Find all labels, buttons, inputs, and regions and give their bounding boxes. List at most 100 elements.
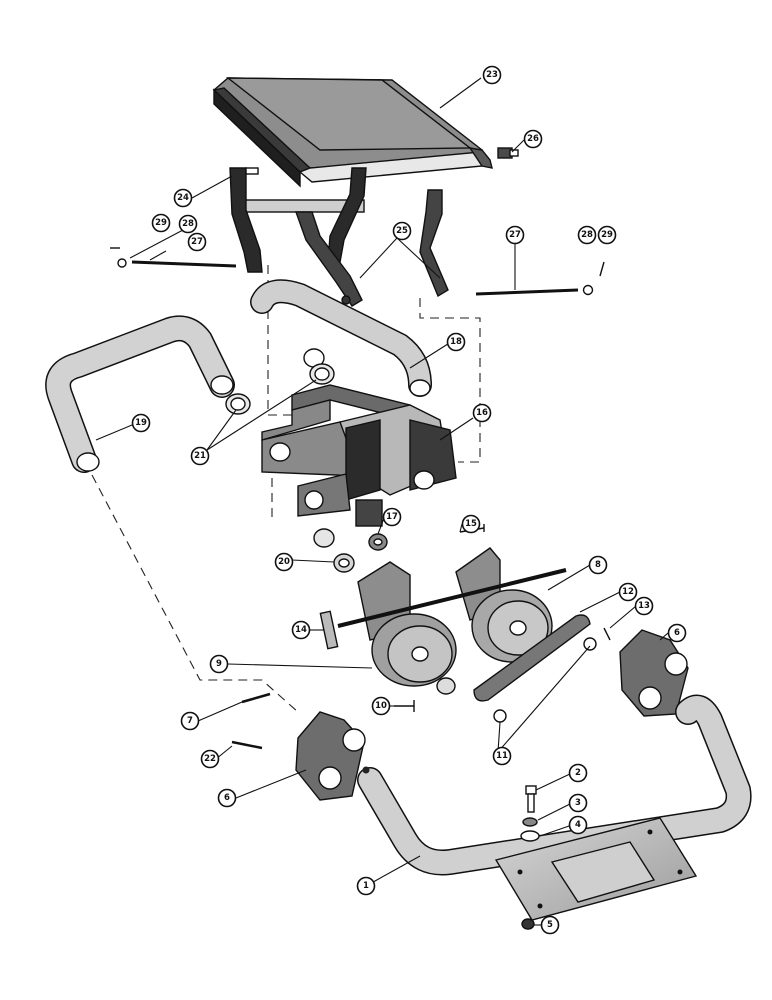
callout-22: 22 [200, 749, 220, 769]
pivot-rod-right [475, 284, 594, 296]
pivot-rod-left [117, 258, 237, 268]
callout-5: 5 [540, 915, 560, 935]
leader-lines [95, 77, 669, 926]
callout-25: 25 [392, 221, 412, 241]
callout-1: 1 [356, 876, 376, 896]
seat-pan [212, 77, 493, 188]
svg-text:22: 22 [204, 754, 216, 764]
svg-text:18: 18 [450, 337, 462, 347]
svg-text:28: 28 [581, 230, 593, 240]
svg-text:8: 8 [595, 560, 601, 570]
callout-7: 7 [180, 711, 200, 731]
callout-29-right: 29 [597, 225, 617, 245]
base-plate [494, 817, 698, 921]
svg-text:7: 7 [187, 716, 193, 726]
callout-14: 14 [291, 620, 311, 640]
base-tube [357, 694, 752, 876]
callout-23: 23 [482, 65, 502, 85]
spring-housing-rear [455, 547, 553, 663]
seat-support-frame [229, 167, 449, 307]
svg-text:29: 29 [601, 230, 613, 240]
svg-text:23: 23 [486, 70, 498, 80]
svg-text:14: 14 [295, 625, 307, 635]
cotter-pin-right [599, 261, 605, 277]
svg-text:16: 16 [476, 408, 488, 418]
callout-19: 19 [131, 413, 151, 433]
svg-text:9: 9 [216, 659, 222, 669]
bolt-2 [525, 785, 537, 813]
svg-text:13: 13 [638, 601, 650, 611]
tube-clamp-left [295, 711, 366, 801]
grease-fitting [368, 533, 388, 551]
svg-text:4: 4 [575, 820, 581, 830]
cotter-pin-13 [603, 627, 611, 641]
svg-text:3: 3 [575, 798, 581, 808]
spring-housing-front [357, 561, 457, 687]
callout-15: 15 [461, 514, 481, 534]
callout-20: 20 [274, 552, 294, 572]
svg-text:11: 11 [496, 751, 508, 761]
callout-29-left: 29 [151, 213, 171, 233]
callout-10: 10 [371, 696, 391, 716]
callout-21: 21 [190, 446, 210, 466]
threaded-rod [337, 568, 567, 628]
assembly-dashed-lines [91, 265, 481, 713]
spacer-washer [436, 677, 456, 695]
callout-18: 18 [446, 332, 466, 352]
callout-2: 2 [568, 763, 588, 783]
tube-clamp-right [619, 629, 689, 717]
callout-3: 3 [568, 793, 588, 813]
seat-bolt [497, 147, 519, 159]
callout-28-right: 28 [577, 225, 597, 245]
u-tube-left [45, 315, 235, 473]
svg-text:20: 20 [278, 557, 290, 567]
callout-6-left: 6 [217, 788, 237, 808]
svg-text:29: 29 [155, 218, 167, 228]
callout-27-left: 27 [187, 232, 207, 252]
nut-5 [521, 918, 535, 930]
callout-12: 12 [618, 582, 638, 602]
callout-11: 11 [492, 746, 512, 766]
svg-text:19: 19 [135, 418, 147, 428]
svg-text:26: 26 [527, 134, 539, 144]
svg-text:1: 1 [363, 881, 369, 891]
callout-17: 17 [382, 507, 402, 527]
svg-text:27: 27 [509, 230, 521, 240]
callout-26: 26 [523, 129, 543, 149]
svg-text:6: 6 [674, 628, 680, 638]
small-nut [341, 295, 351, 305]
callout-13: 13 [634, 596, 654, 616]
callout-27-right: 27 [505, 225, 525, 245]
lock-washer-3 [522, 817, 538, 827]
callout-8: 8 [588, 555, 608, 575]
svg-text:6: 6 [224, 793, 230, 803]
svg-text:21: 21 [194, 451, 206, 461]
pin-22 [231, 740, 263, 750]
svg-text:10: 10 [375, 701, 387, 711]
svg-text:5: 5 [547, 920, 553, 930]
svg-text:15: 15 [465, 519, 477, 529]
cotter-pin-10 [394, 700, 415, 712]
callout-24: 24 [173, 188, 193, 208]
callout-4: 4 [568, 815, 588, 835]
svg-text:17: 17 [386, 512, 398, 522]
adjuster-handle [319, 610, 339, 650]
flat-washer-4 [520, 830, 540, 842]
connecting-link [473, 614, 591, 702]
center-bracket [261, 384, 457, 527]
svg-text:25: 25 [396, 226, 408, 236]
callout-28-left: 28 [178, 214, 198, 234]
curved-tube-right [250, 279, 432, 397]
spacer-bushing [313, 528, 355, 573]
svg-text:2: 2 [575, 768, 581, 778]
callout-6-right: 6 [667, 623, 687, 643]
pin-7 [241, 692, 271, 704]
callout-16: 16 [472, 403, 492, 423]
svg-text:28: 28 [182, 219, 194, 229]
svg-text:27: 27 [191, 237, 203, 247]
svg-text:24: 24 [177, 193, 189, 203]
callout-9: 9 [209, 654, 229, 674]
svg-text:12: 12 [622, 587, 634, 597]
bushing-pair [225, 363, 335, 415]
